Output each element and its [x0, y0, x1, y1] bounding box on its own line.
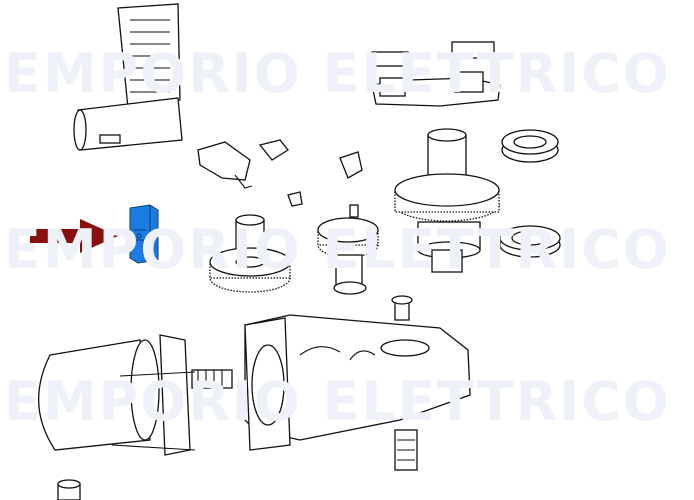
- motor: [37, 334, 233, 456]
- limit-switch-assembly: [371, 41, 501, 107]
- watermark: EMPORIO ELETTRICO EMPORIO ELETTRICO EMPO…: [4, 42, 671, 433]
- watermark-text-row-1: EMPORIO ELETTRICO: [4, 42, 671, 105]
- pointer-arrow: [30, 219, 118, 253]
- small-bracket-parts: [197, 139, 363, 207]
- output-shaft-gear: [394, 128, 500, 273]
- watermark-text-row-3: EMPORIO ELETTRICO: [4, 370, 671, 433]
- terminal-board: [73, 3, 183, 151]
- intermediate-gear-1: [209, 214, 291, 293]
- watermark-text-row-2: EMPORIO ELETTRICO: [4, 218, 671, 281]
- highlighted-part[interactable]: [129, 204, 159, 264]
- intermediate-gear-2: [317, 204, 379, 295]
- bushing-bottom: [499, 225, 561, 258]
- bushing-top: [501, 129, 559, 163]
- small-screw-part: [57, 479, 81, 500]
- gearbox-housing: [244, 295, 471, 471]
